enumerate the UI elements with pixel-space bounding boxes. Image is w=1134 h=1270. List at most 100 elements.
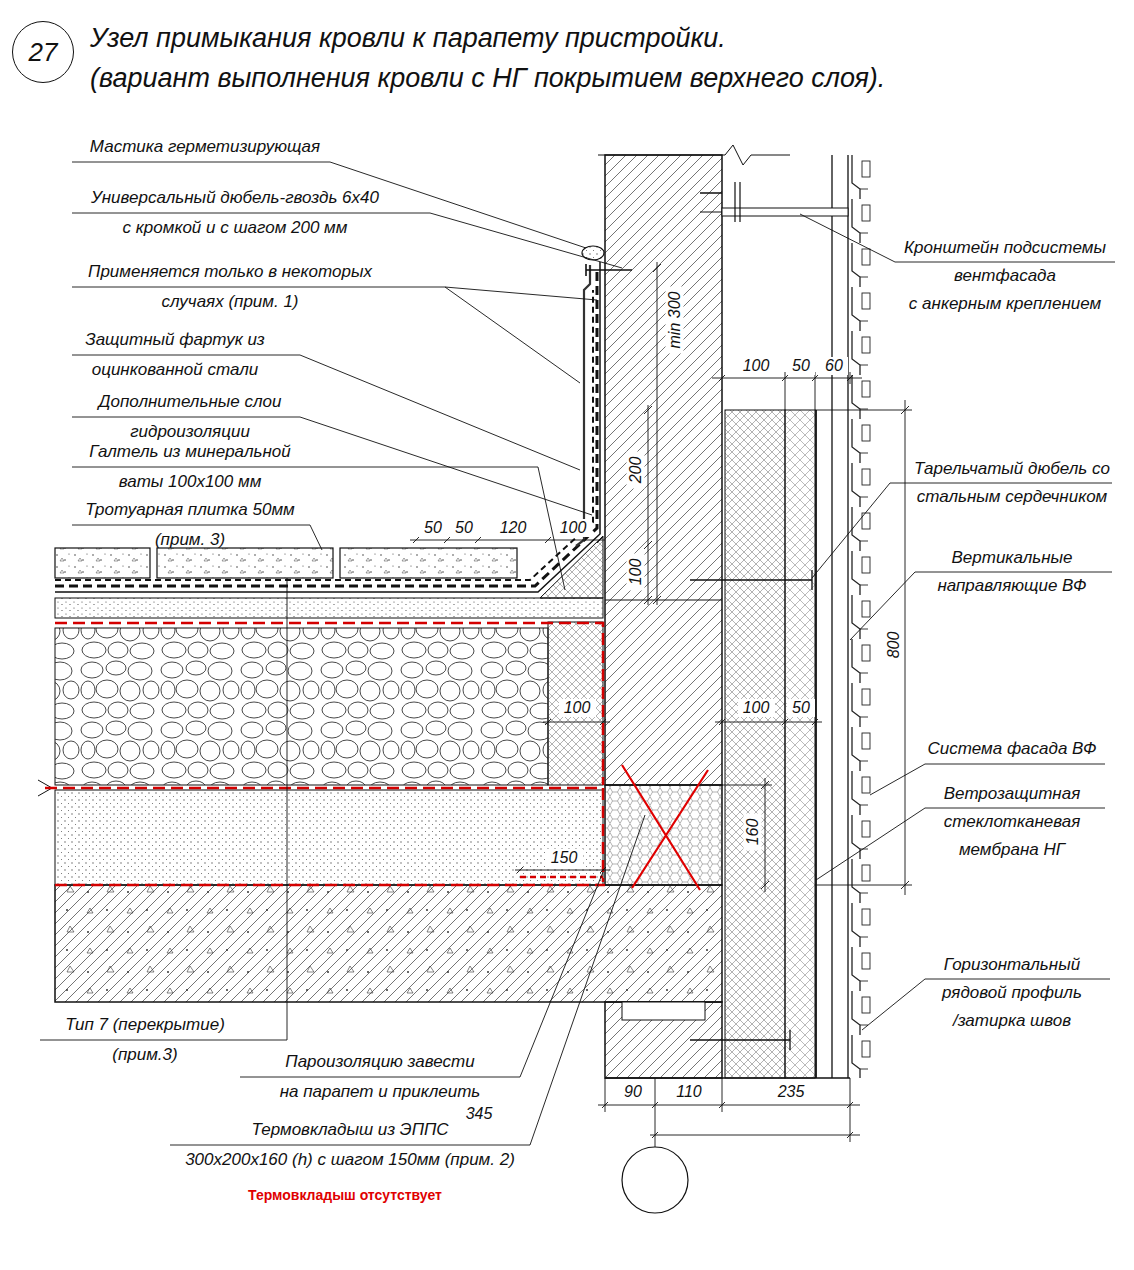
callout-text: Дополнительные слои гидроизоляции: [97, 387, 284, 447]
base-membrane: [55, 262, 600, 592]
sheet-number-circle: 27: [12, 21, 74, 83]
disc-dowels: [690, 193, 812, 1050]
wrap-spacer: [1112, 455, 1113, 483]
callout-text: Пароизоляцию завести на парапет и прикле…: [278, 1047, 483, 1107]
paving-tile: [340, 548, 517, 578]
dimension-number: 345: [461, 1105, 498, 1123]
vapour-barrier-line: [55, 623, 603, 785]
dimension-number: 200: [626, 452, 644, 489]
callout-text: Термовкладыш из ЭППС 300х200х160 (h) с ш…: [183, 1115, 517, 1175]
sheet-number: 27: [29, 37, 58, 67]
wrap-spacer: [902, 234, 903, 262]
dimension-number: 160: [743, 814, 761, 851]
wrap-spacer: [477, 1047, 483, 1077]
dimension-line: [410, 537, 605, 543]
bracket-anchor: [700, 182, 740, 222]
bracket: [722, 208, 848, 216]
wrap-spacer: [1108, 234, 1109, 262]
callout-text: Горизонтальный рядовой профиль /затирка …: [940, 951, 1084, 1035]
wrap-spacer: [283, 387, 284, 417]
cladding: [848, 155, 884, 1078]
top-break-line: [598, 145, 790, 165]
callout-text: Тип 7 (перекрытие) (прим.3): [63, 1010, 227, 1070]
dimension-line: [712, 372, 862, 410]
facade-guides: [832, 155, 848, 1078]
leader-line: [40, 578, 287, 1040]
callout-text: Вертикальные направляющие ВФ: [935, 544, 1089, 600]
dimension-number: 50: [787, 699, 815, 717]
parapet-masonry: [605, 155, 722, 785]
wrap-spacer: [97, 387, 98, 417]
dimension-number: 100: [626, 554, 644, 591]
wrap-spacer: [1082, 808, 1083, 836]
lintel-recess: [622, 1002, 705, 1020]
dimension-number: 90: [619, 1083, 647, 1101]
dimension-number: 50: [787, 357, 815, 375]
dimension-line: [653, 262, 661, 605]
wrap-spacer: [942, 780, 943, 808]
dimension-lines: [410, 262, 912, 1213]
waterproofing: [55, 246, 632, 598]
leader-line: [240, 872, 603, 1077]
facade-insulation-50: [785, 410, 815, 1078]
extra-membrane: [55, 290, 593, 580]
vapour-barrier-line: [45, 788, 603, 882]
thermal-insert: [605, 785, 722, 885]
wrap-spacer: [89, 183, 90, 213]
fillet: [540, 536, 603, 598]
wrap-spacer: [935, 544, 949, 572]
wrap-spacer: [942, 808, 943, 836]
dimension-number: 120: [495, 519, 532, 537]
dimension-number: 50: [450, 519, 478, 537]
dimension-line: [715, 719, 822, 725]
wrap-spacer: [940, 951, 942, 979]
callout-text: Ветрозащитная стеклотканевая мембрана НГ: [942, 780, 1083, 864]
drawing-title: Узел примыкания кровли к парапету пристр…: [90, 21, 730, 55]
gravel-fill: [55, 628, 548, 785]
wrap-spacer: [83, 495, 84, 525]
wrap-spacer: [183, 1115, 249, 1145]
wrap-spacer: [278, 1047, 284, 1077]
dimension-number: 60: [820, 357, 848, 375]
facade-insulation-100: [725, 410, 785, 1078]
callout-text: Кронштейн подсистемы вентфасада с анкерн…: [902, 234, 1108, 318]
red-note: Термовкладыш отсутствует: [246, 1186, 444, 1204]
subtitle: (вариант выполнения кровли с НГ покрытие…: [90, 61, 890, 95]
callout-text: Галтель из минеральной ваты 100х100 мм: [87, 437, 293, 497]
wrap-spacer: [297, 495, 298, 525]
wrap-spacer: [1075, 544, 1089, 572]
callout-text: Применяется только в некоторых случаях (…: [86, 257, 374, 317]
wrap-spacer: [63, 1010, 64, 1040]
apron: [576, 265, 590, 546]
wrap-spacer: [87, 437, 88, 467]
axis-bubble: [622, 1147, 688, 1213]
wrap-spacer: [227, 1010, 228, 1040]
paving-tile: [55, 548, 150, 578]
dimension-number: 50: [419, 519, 447, 537]
wrap-spacer: [912, 455, 913, 483]
main-membrane: [55, 268, 597, 586]
wrap-spacer: [83, 325, 84, 355]
wrap-spacer: [293, 437, 294, 467]
dimension-line: [543, 719, 610, 725]
dimension-line: [650, 1132, 860, 1138]
screed-layer: [55, 598, 603, 618]
wrap-spacer: [1058, 262, 1108, 290]
leader-line: [170, 815, 645, 1145]
wrap-spacer: [1084, 979, 1085, 1007]
wrap-spacer: [1082, 780, 1083, 808]
dimension-line: [644, 405, 652, 605]
nail: [586, 264, 632, 276]
dimension-number: 235: [773, 1083, 810, 1101]
callout-text: Универсальный дюбель-гвоздь 6х40 с кромк…: [89, 183, 381, 243]
dimension-line: [598, 1078, 860, 1147]
dimension-line: [722, 778, 772, 892]
wrap-spacer: [1082, 951, 1084, 979]
callout-text: Тротуарная плитка 50мм (прим. 3): [83, 495, 297, 555]
dimension-number: 800: [884, 627, 902, 664]
mineral-wool-strip: [548, 622, 603, 785]
dimension-line: [515, 867, 610, 873]
slab-aggregate: [55, 885, 722, 1002]
callout-text: Тарельчатый дюбель со стальным сердечник…: [912, 455, 1112, 511]
